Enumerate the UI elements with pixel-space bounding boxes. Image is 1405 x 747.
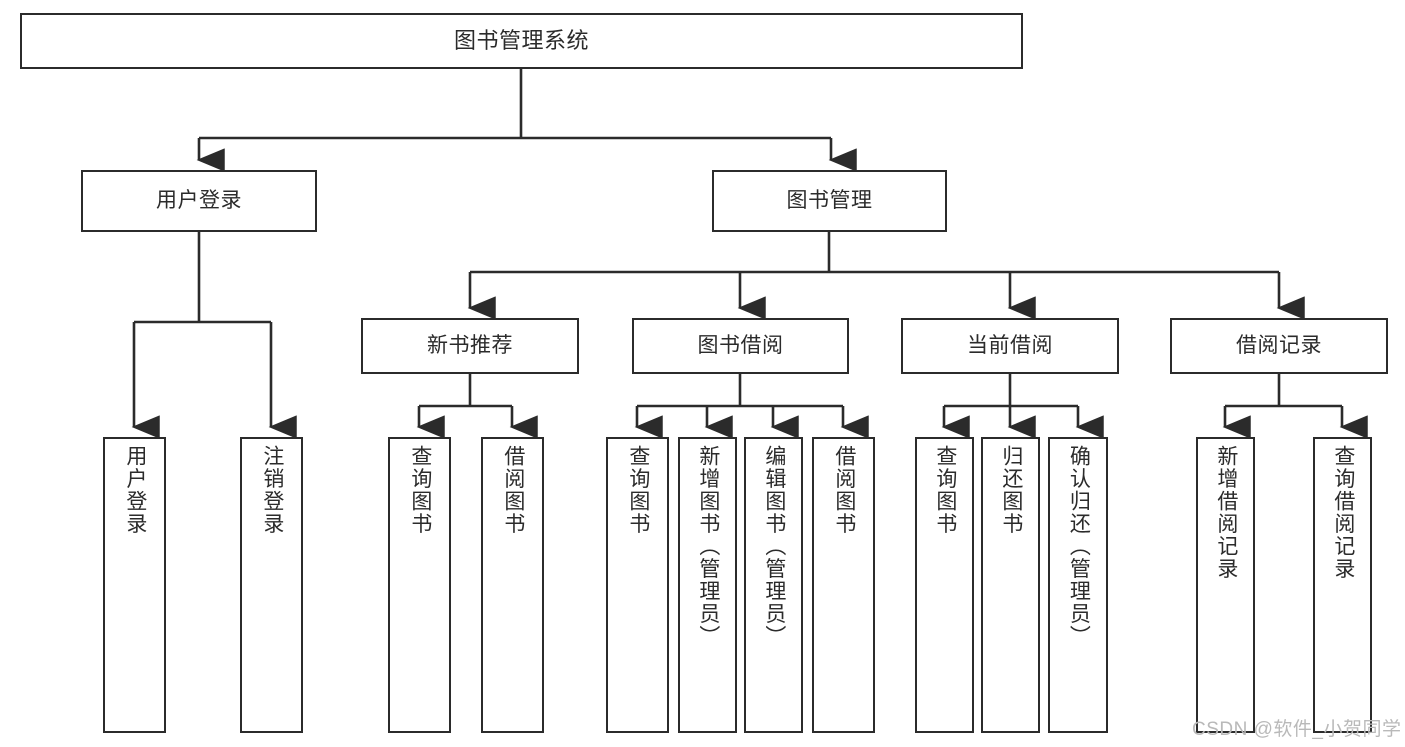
node-leaf-add-book-admin[interactable]: 新增图书（管理员） <box>678 437 737 733</box>
node-leaf-user-login[interactable]: 用户登录 <box>103 437 166 733</box>
node-label: 查询图书 <box>933 445 957 535</box>
node-book-borrow[interactable]: 图书借阅 <box>632 318 849 374</box>
node-label: 新增借阅记录 <box>1214 445 1238 580</box>
node-book-management-system[interactable]: 图书管理系统 <box>20 13 1023 69</box>
node-label: 用户登录 <box>156 188 242 212</box>
node-label: 借阅记录 <box>1236 333 1322 357</box>
node-label: 注销登录 <box>260 445 284 535</box>
node-book-management[interactable]: 图书管理 <box>712 170 947 232</box>
node-label: 图书管理 <box>786 188 873 212</box>
node-label: 当前借阅 <box>967 333 1053 357</box>
node-leaf-borrow-book-recommend[interactable]: 借阅图书 <box>481 437 544 733</box>
node-label: 图书借阅 <box>697 333 784 357</box>
node-label: 借阅图书 <box>501 445 525 535</box>
node-leaf-return-book[interactable]: 归还图书 <box>981 437 1040 733</box>
node-user-login[interactable]: 用户登录 <box>81 170 317 232</box>
node-label: 图书管理系统 <box>453 28 589 54</box>
node-label: 新书推荐 <box>427 333 513 357</box>
node-label: 用户登录 <box>123 445 147 535</box>
node-new-book-recommend[interactable]: 新书推荐 <box>361 318 579 374</box>
node-leaf-confirm-return-admin[interactable]: 确认归还（管理员） <box>1048 437 1108 733</box>
csdn-watermark: CSDN @软件_小贺同学 <box>1192 719 1402 740</box>
node-label: 借阅图书 <box>832 445 856 535</box>
node-label: 归还图书 <box>999 445 1023 535</box>
node-label: 确认归还（管理员） <box>1067 445 1091 648</box>
node-borrow-record[interactable]: 借阅记录 <box>1170 318 1388 374</box>
node-label: 查询图书 <box>408 445 432 535</box>
node-label: 编辑图书（管理员） <box>762 445 786 648</box>
node-label: 新增图书（管理员） <box>696 445 720 648</box>
node-leaf-query-book-borrow[interactable]: 查询图书 <box>606 437 669 733</box>
node-leaf-edit-book-admin[interactable]: 编辑图书（管理员） <box>744 437 803 733</box>
node-label: 查询图书 <box>626 445 650 535</box>
node-leaf-add-borrow-record[interactable]: 新增借阅记录 <box>1196 437 1255 733</box>
node-leaf-query-borrow-record[interactable]: 查询借阅记录 <box>1313 437 1372 733</box>
node-current-borrow[interactable]: 当前借阅 <box>901 318 1119 374</box>
node-leaf-query-book-recommend[interactable]: 查询图书 <box>388 437 451 733</box>
node-leaf-logout-login[interactable]: 注销登录 <box>240 437 303 733</box>
node-leaf-query-book-current[interactable]: 查询图书 <box>915 437 974 733</box>
node-leaf-borrow-book[interactable]: 借阅图书 <box>812 437 875 733</box>
node-label: 查询借阅记录 <box>1331 445 1355 580</box>
